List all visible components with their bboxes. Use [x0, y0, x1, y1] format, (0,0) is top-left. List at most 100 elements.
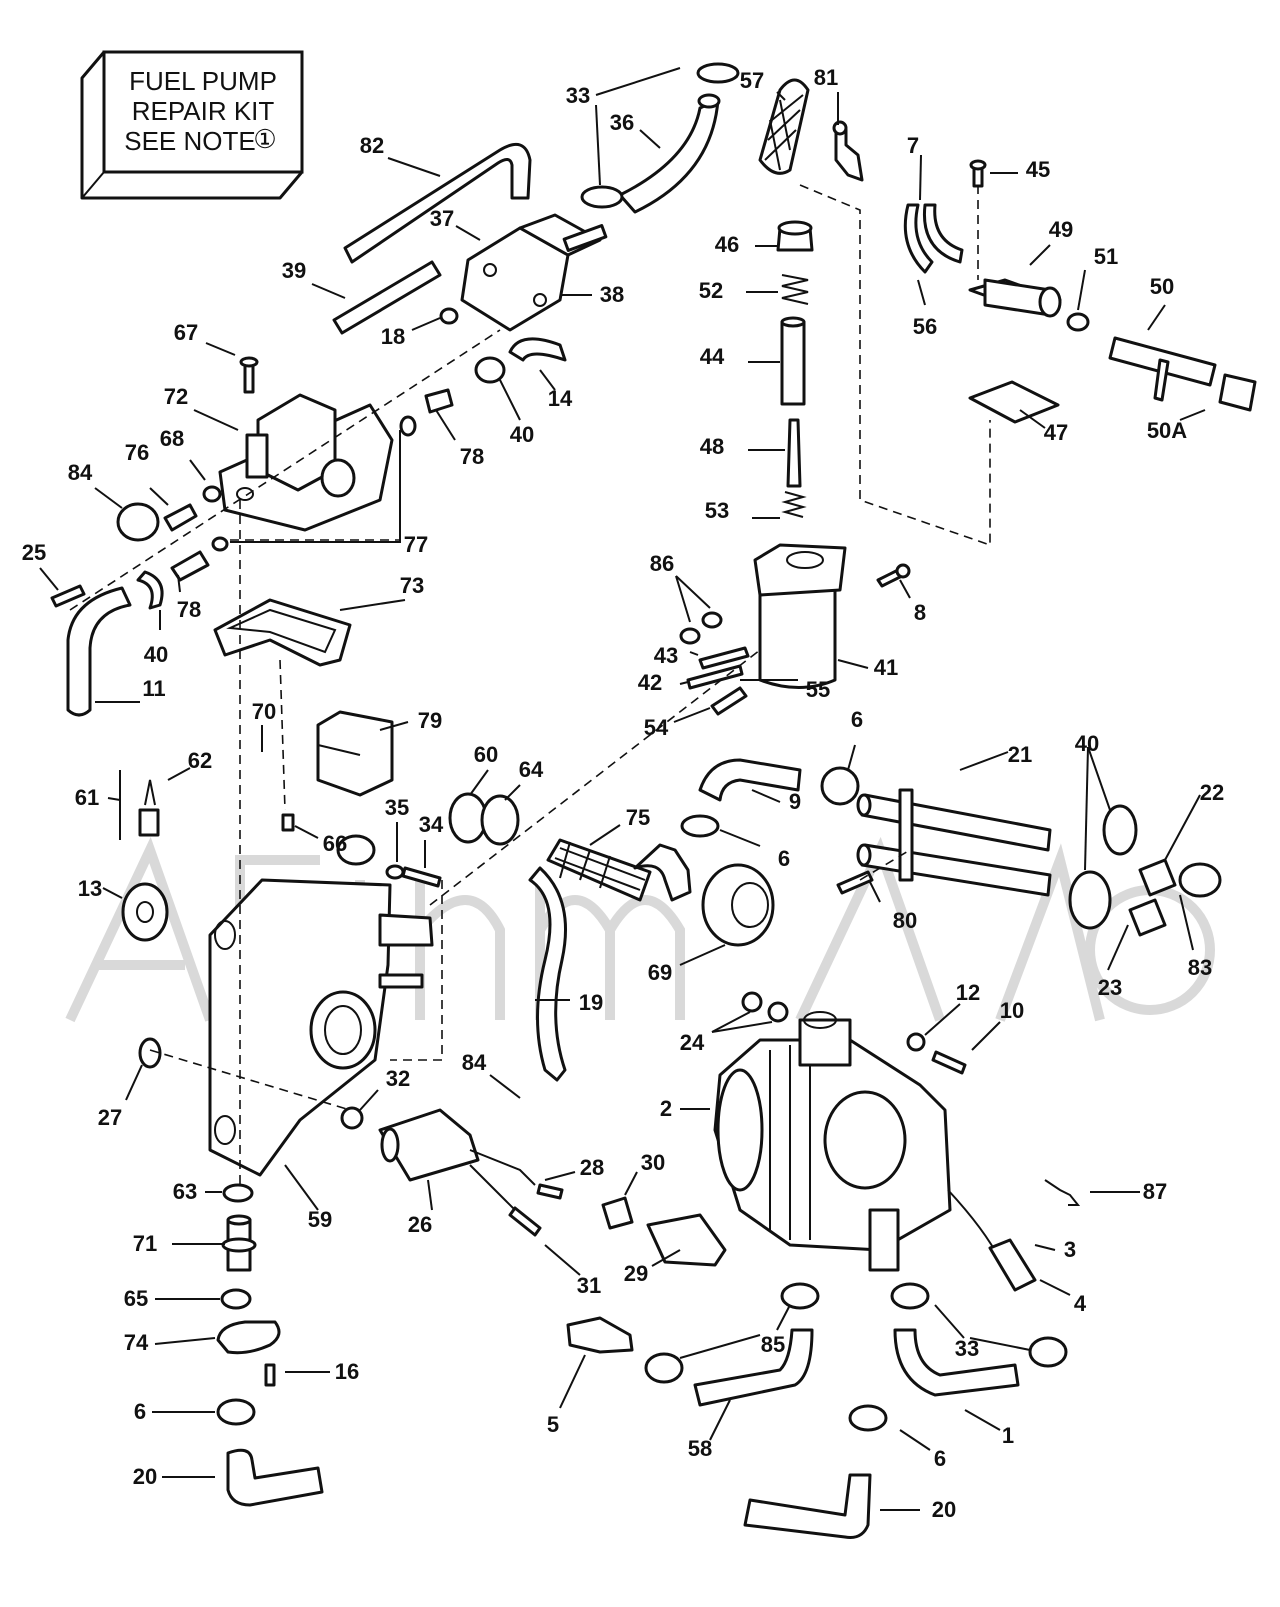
callout-66: 66 [323, 831, 347, 856]
plate-47 [968, 380, 1060, 424]
clamp-40d [1068, 870, 1112, 930]
callout-22: 22 [1200, 780, 1224, 805]
clip-87 [1044, 1179, 1081, 1206]
callout-63: 63 [173, 1179, 197, 1204]
callout-56: 56 [913, 314, 937, 339]
callout-38: 38 [600, 282, 624, 307]
nut-69 [701, 863, 775, 947]
grommet-13 [121, 882, 169, 942]
clamp-40c [1102, 804, 1138, 856]
callout-40: 40 [510, 422, 534, 447]
callout-33-lower: 33 [955, 1336, 979, 1361]
callout-2: 2 [660, 1096, 672, 1121]
callout-83: 83 [1188, 955, 1212, 980]
callout-82: 82 [360, 133, 384, 158]
callout-60: 60 [474, 742, 498, 767]
callout-46: 46 [715, 232, 739, 257]
callout-49: 49 [1049, 217, 1073, 242]
callout-31: 31 [577, 1273, 601, 1298]
wire-43 [698, 646, 750, 670]
screw-10 [931, 1050, 967, 1075]
callout-80: 80 [893, 908, 917, 933]
oring-12 [906, 1032, 926, 1052]
oring-24a [741, 991, 763, 1013]
tubes-21 [856, 788, 1052, 897]
pump-assembly-2 [713, 1011, 952, 1272]
clamp-83 [1178, 862, 1222, 898]
clamp-6b [680, 814, 720, 838]
callout-47: 47 [1044, 420, 1068, 445]
cover-72 [218, 393, 394, 532]
fitting-78a [424, 388, 454, 414]
filter-57 [758, 78, 810, 175]
callout-40-right: 40 [1075, 731, 1099, 756]
terminal-28 [536, 1183, 564, 1200]
note-marker: ① [253, 124, 276, 154]
parts [50, 62, 1257, 1539]
callout-87: 87 [1143, 1179, 1167, 1204]
callout-73: 73 [400, 573, 424, 598]
callout-59: 59 [308, 1207, 332, 1232]
washer-63 [222, 1183, 254, 1203]
cap-50a [1218, 373, 1257, 412]
clamp-33-top [696, 62, 740, 84]
wire-42 [686, 664, 744, 690]
callout-5: 5 [547, 1412, 559, 1437]
callout-33: 33 [566, 83, 590, 108]
fitting-81 [834, 128, 864, 182]
callout-64: 64 [519, 757, 544, 782]
callout-48: 48 [700, 434, 724, 459]
callout-52: 52 [699, 278, 723, 303]
callout-40-left: 40 [144, 642, 168, 667]
callout-65: 65 [124, 1286, 148, 1311]
callout-6-mid: 6 [778, 846, 790, 871]
washer-32 [340, 1106, 364, 1130]
connector-30 [601, 1196, 634, 1230]
callout-58: 58 [688, 1436, 712, 1461]
callout-57: 57 [740, 68, 764, 93]
callout-9: 9 [789, 789, 801, 814]
terminal-54 [710, 686, 748, 716]
clamp-33d [1028, 1336, 1068, 1368]
oring-77b [211, 536, 229, 552]
clamp-6d [848, 1404, 888, 1432]
callout-75: 75 [626, 805, 650, 830]
callout-74: 74 [124, 1330, 149, 1355]
callout-20-right: 20 [932, 1497, 956, 1522]
fuel-pump-38 [460, 213, 608, 332]
callout-84: 84 [68, 460, 93, 485]
callout-69: 69 [648, 960, 672, 985]
oring-18 [439, 307, 459, 325]
pin-62 [144, 779, 156, 806]
callout-51: 51 [1094, 244, 1118, 269]
callout-86: 86 [650, 551, 674, 576]
callout-68: 68 [160, 426, 184, 451]
leader-lines [39, 67, 1206, 1511]
callout-54: 54 [644, 715, 669, 740]
hose-1 [893, 1328, 1020, 1397]
clamp-85b [644, 1352, 684, 1384]
callout-4: 4 [1074, 1291, 1087, 1316]
oring-68 [202, 485, 222, 503]
kit-line-3: SEE NOTE [124, 126, 255, 156]
callout-6-bottom: 6 [934, 1446, 946, 1471]
callout-62: 62 [188, 748, 212, 773]
callout-79: 79 [418, 708, 442, 733]
callout-71: 71 [133, 1231, 157, 1256]
callout-85: 85 [761, 1332, 785, 1357]
callout-6-top: 6 [851, 707, 863, 732]
callout-36: 36 [610, 110, 634, 135]
callout-20-left: 20 [133, 1464, 157, 1489]
block-79 [316, 710, 394, 797]
clamp-33-lower [580, 185, 624, 209]
hose-56 [903, 203, 934, 274]
terminal-31 [508, 1206, 542, 1237]
callout-43: 43 [654, 643, 678, 668]
hose-14 [508, 337, 567, 362]
pin-48 [786, 418, 802, 488]
connector-29 [646, 1213, 727, 1267]
screw-45 [972, 166, 984, 188]
callout-7: 7 [907, 133, 919, 158]
callout-1: 1 [1002, 1423, 1014, 1448]
callout-72: 72 [164, 384, 188, 409]
